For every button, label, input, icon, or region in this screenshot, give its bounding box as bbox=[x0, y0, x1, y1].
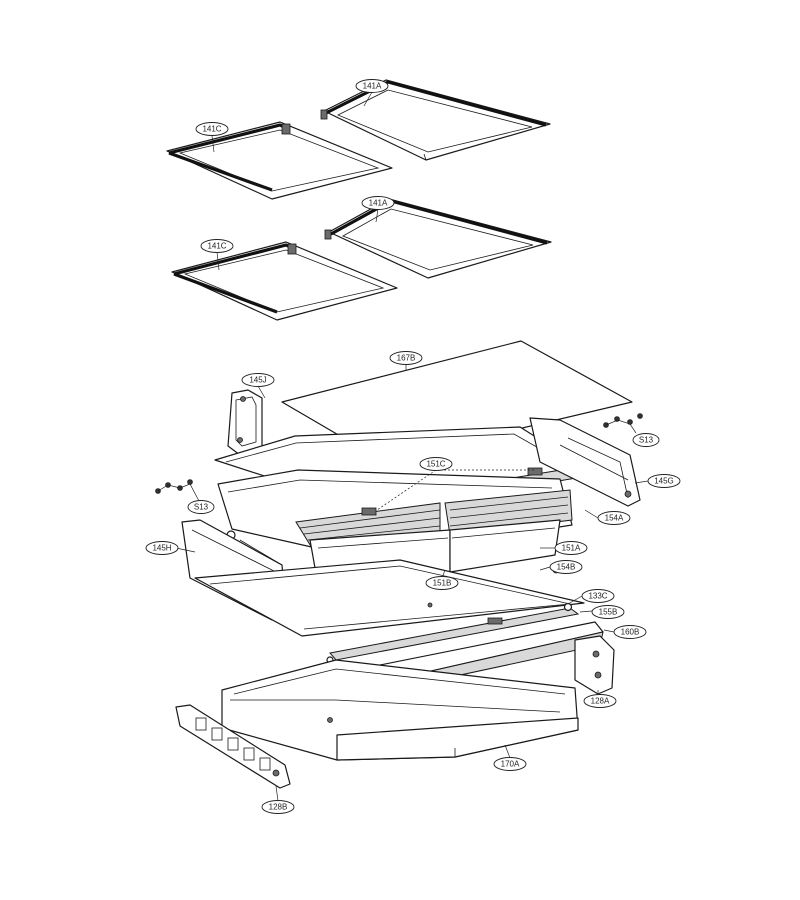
callout-145h: 145H bbox=[145, 541, 179, 555]
callout-128b: 128B bbox=[261, 800, 295, 814]
svg-text:170A: 170A bbox=[501, 760, 520, 769]
callout-s13-right: S13 bbox=[632, 433, 660, 447]
svg-text:151A: 151A bbox=[562, 544, 581, 553]
callouts: 141A 141C 141A 141C 167B 145J S13 145G bbox=[145, 79, 681, 814]
shelf-plate-154b bbox=[194, 559, 585, 637]
svg-text:128B: 128B bbox=[269, 803, 288, 812]
svg-text:160B: 160B bbox=[621, 628, 640, 637]
callout-155b: 155B bbox=[591, 605, 625, 619]
svg-text:155B: 155B bbox=[599, 608, 618, 617]
callout-151c: 151C bbox=[419, 457, 453, 471]
callout-167b: 167B bbox=[389, 351, 423, 365]
svg-text:133C: 133C bbox=[588, 592, 607, 601]
shelf-141c-mid bbox=[171, 241, 398, 321]
callout-141a-mid: 141A bbox=[361, 196, 395, 210]
shelf-141c-top bbox=[166, 121, 393, 200]
svg-text:S13: S13 bbox=[639, 436, 654, 445]
callout-154a: 154A bbox=[597, 511, 631, 525]
side-rail-145g bbox=[529, 417, 641, 507]
shelf-141a-top bbox=[320, 79, 551, 161]
end-cap-128a bbox=[574, 635, 615, 695]
callout-154b: 154B bbox=[549, 560, 583, 574]
svg-text:141A: 141A bbox=[369, 199, 388, 208]
pan-170a bbox=[221, 659, 579, 761]
callout-145j: 145J bbox=[241, 373, 275, 387]
callout-151a: 151A bbox=[554, 541, 588, 555]
svg-text:145G: 145G bbox=[654, 477, 674, 486]
svg-text:128A: 128A bbox=[591, 697, 610, 706]
svg-text:141C: 141C bbox=[202, 125, 221, 134]
callout-141c-top: 141C bbox=[195, 122, 229, 136]
svg-text:145J: 145J bbox=[249, 376, 266, 385]
screws-s13-right bbox=[603, 413, 643, 428]
svg-text:141C: 141C bbox=[207, 242, 226, 251]
svg-text:S13: S13 bbox=[194, 503, 209, 512]
svg-text:151B: 151B bbox=[433, 579, 452, 588]
callout-141c-mid: 141C bbox=[200, 239, 234, 253]
leader-lines bbox=[157, 91, 649, 802]
callout-128a: 128A bbox=[583, 694, 617, 708]
svg-text:154B: 154B bbox=[557, 563, 576, 572]
svg-text:151C: 151C bbox=[426, 460, 445, 469]
svg-text:145H: 145H bbox=[152, 544, 171, 553]
side-rail-145j bbox=[227, 389, 263, 456]
shelf-141a-mid bbox=[324, 198, 552, 279]
end-cap-128b bbox=[175, 704, 291, 789]
svg-text:167B: 167B bbox=[397, 354, 416, 363]
svg-text:154A: 154A bbox=[605, 514, 624, 523]
callout-141a-top: 141A bbox=[355, 79, 389, 93]
callout-145g: 145G bbox=[647, 474, 681, 488]
svg-text:141A: 141A bbox=[363, 82, 382, 91]
callout-s13-left: S13 bbox=[187, 500, 215, 514]
callout-160b: 160B bbox=[613, 625, 647, 639]
callout-170a: 170A bbox=[493, 757, 527, 771]
callout-151b: 151B bbox=[425, 576, 459, 590]
callout-133c: 133C bbox=[581, 589, 615, 603]
